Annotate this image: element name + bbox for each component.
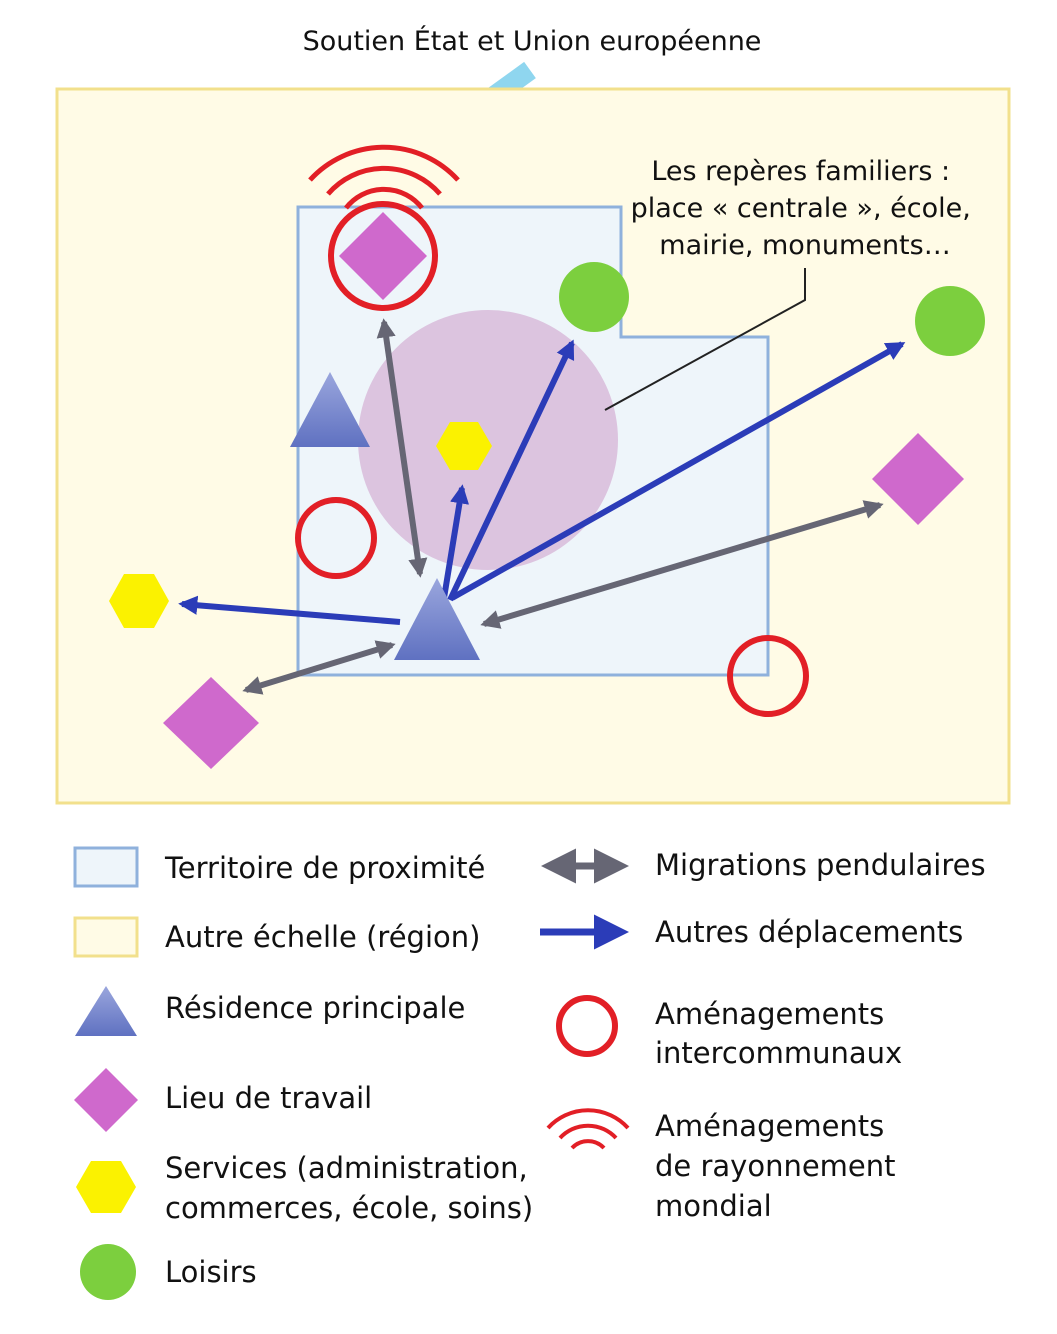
legend-leisure-icon [80,1244,136,1300]
work-place-diamond [163,677,259,769]
legend-service-icon [76,1161,136,1213]
legend-work-icon [74,1068,138,1132]
service-hexagon [109,574,169,628]
callout-text: Les repères familiers : place « centrale… [631,156,980,261]
callout-line: Les repères familiers : [651,156,950,187]
intercommunal-ring [295,497,377,579]
leisure-circle [915,286,985,356]
world-influence-waves [308,144,460,210]
legend-label: Résidence principale [165,991,465,1025]
work-place-diamond [872,433,964,525]
top-support-label: Soutien État et Union européenne [303,25,762,57]
leisure-circle [559,262,629,332]
legend-region-swatch [73,916,139,958]
callout-leader-line [604,268,806,411]
arrows [178,318,906,695]
callout-line: place « centrale », école, [631,193,971,224]
service-hexagon [436,422,492,470]
callout-line: mairie, monuments… [659,230,950,261]
legend-label: Aménagements intercommunaux [655,997,902,1070]
legend-residence-icon [75,986,137,1036]
legend-label: Aménagements de rayonnement mondial [655,1109,905,1223]
legend-label: Migrations pendulaires [655,848,986,882]
legend-intercommunal-ring [556,995,618,1057]
intercommunal-ring [727,635,809,717]
residence-triangle [290,372,370,447]
work-place-diamond [339,212,427,300]
legend-territory-swatch [73,846,139,888]
legend-label: Lieu de travail [165,1081,372,1115]
intercommunal-ring [328,201,438,311]
legend-label: Services (administration, commerces, éco… [165,1151,537,1225]
legend-world-waves [546,1108,630,1150]
legend-label: Territoire de proximité [164,851,485,885]
legend-label: Autres déplacements [655,915,963,949]
legend-label: Loisirs [165,1255,257,1289]
legend: Territoire de proximité Autre échelle (r… [73,846,986,1300]
main-residence-triangle [394,578,480,660]
legend-label: Autre échelle (région) [165,920,480,954]
